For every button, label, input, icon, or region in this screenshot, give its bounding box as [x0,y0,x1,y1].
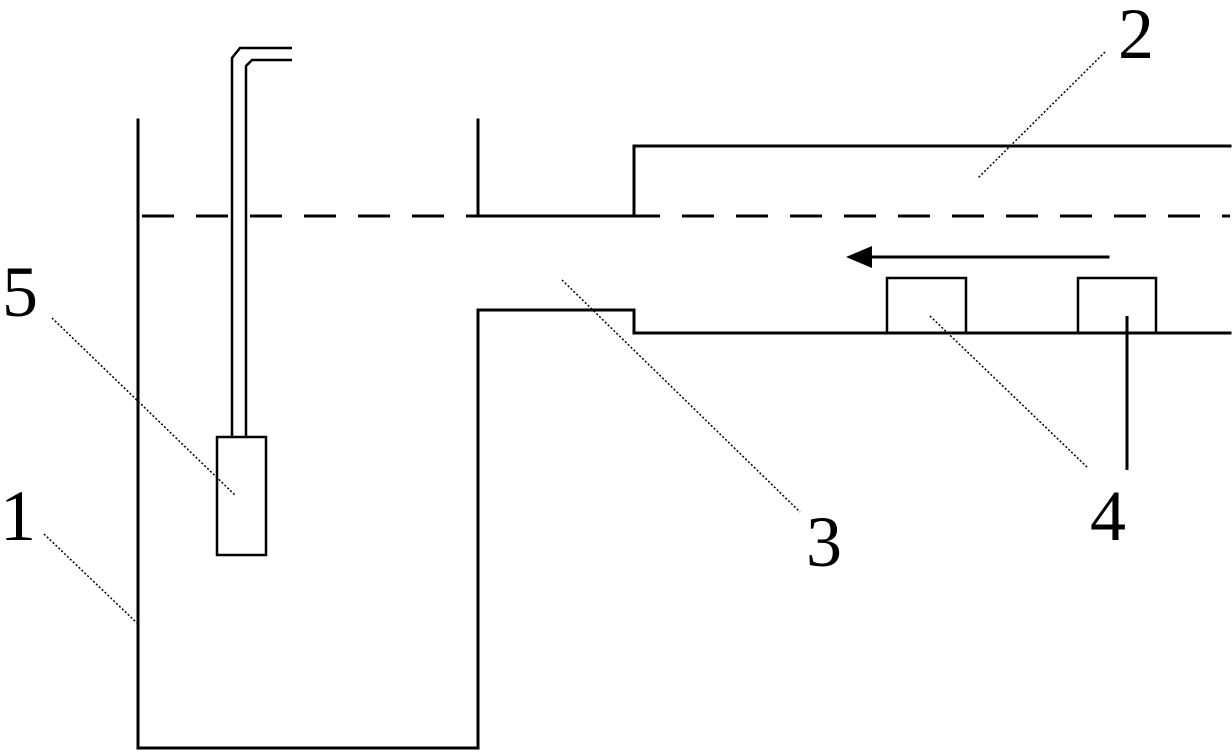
label-upper-channel: 2 [1118,0,1154,74]
probe-body [215,435,268,557]
leader-2 [977,51,1106,179]
leader-5 [51,317,237,497]
probe-tube-outer [230,46,292,437]
block-right [1076,276,1158,335]
container-wall [136,118,1232,750]
container-inner-wall-top [476,118,1232,218]
flow-arrow-head [846,246,872,268]
label-container: 1 [0,476,36,556]
block-left [885,276,968,335]
leader-4a [929,315,1089,469]
probe-tube-inner [244,58,292,437]
label-blocks: 4 [1090,476,1126,556]
leader-1 [43,533,139,625]
label-probe: 5 [2,252,38,332]
leader-3 [561,279,801,513]
label-connecting-channel: 3 [806,502,842,582]
